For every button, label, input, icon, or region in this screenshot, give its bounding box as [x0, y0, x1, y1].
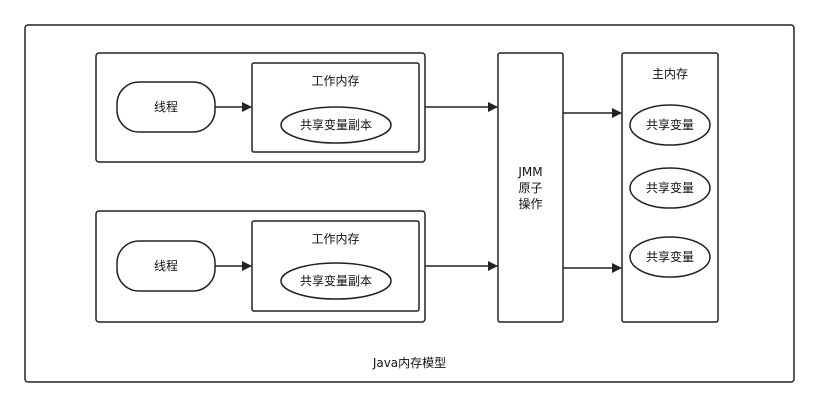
model-outer-box: [24, 24, 795, 383]
main-variable-label-2: 共享变量: [645, 181, 694, 195]
work-memory-title-1: 工作内存: [311, 74, 360, 88]
main-memory-title: 主内存: [651, 67, 688, 81]
thread-label-2: 线程: [153, 259, 178, 273]
main-memory-box: [621, 52, 719, 323]
variable-copy-label-1: 共享变量副本: [299, 118, 372, 132]
jmm-label: JMM 原子 操作: [518, 165, 543, 211]
main-variable-ellipse-3: [629, 236, 711, 278]
diagram-caption: Java内存模型: [372, 356, 447, 370]
main-variable-label-3: 共享变量: [645, 250, 694, 264]
main-variable-label-1: 共享变量: [645, 118, 694, 132]
variable-copy-ellipse-1: [280, 106, 392, 144]
jmm-box: [497, 52, 564, 323]
main-variable-ellipse-2: [629, 167, 711, 209]
work-memory-box-1: [251, 62, 420, 153]
variable-copy-ellipse-2: [280, 262, 392, 300]
thread-label-1: 线程: [153, 100, 178, 114]
work-memory-box-2: [251, 220, 420, 312]
variable-copy-label-2: 共享变量副本: [299, 274, 372, 288]
work-memory-title-2: 工作内存: [311, 232, 360, 246]
main-variable-ellipse-1: [629, 104, 711, 146]
